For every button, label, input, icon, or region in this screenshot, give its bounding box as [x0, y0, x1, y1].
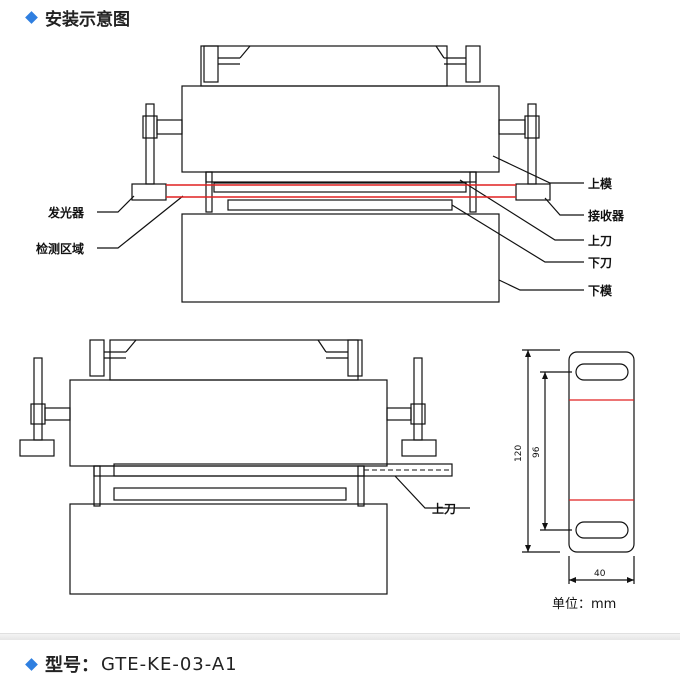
bracket-slot-bottom [575, 521, 629, 539]
left-clamp-post [203, 45, 219, 83]
press-top-frame [200, 45, 448, 87]
label-upper-die: 上模 [588, 176, 613, 191]
diamond-bullet-icon [25, 657, 38, 671]
section-divider [0, 633, 680, 640]
upper-die-block-2 [69, 379, 388, 467]
lower-blade-2 [113, 487, 347, 501]
dim-text-40: 40 [594, 569, 606, 579]
upper-die-plate [205, 171, 477, 183]
leader-receiver [544, 197, 584, 216]
leader-upper-blade [459, 179, 584, 241]
receiver-body [515, 183, 551, 201]
section-header-model: 型号： GTE-KE-03-A1 [0, 652, 680, 676]
model-label: 型号： [45, 655, 99, 676]
bracket-slot-top [575, 363, 629, 381]
leader-detection-zone [97, 195, 184, 249]
mounting-bracket [568, 351, 635, 553]
upper-blade-2 [113, 463, 453, 477]
press-top-frame-2 [109, 339, 359, 381]
section-header-install: 安装示意图 [0, 5, 680, 30]
label-detection-zone: 检测区域 [36, 241, 84, 256]
upper-blade [213, 182, 467, 193]
right-clamp-post [465, 45, 481, 83]
light-beam [166, 184, 516, 198]
lower-blade [227, 199, 453, 211]
section-title: 安装示意图 [45, 9, 130, 30]
installation-diagram: 上模 接收器 上刀 下刀 下模 发光器 检测区域 上刀 120 96 40 单位… [19, 45, 635, 612]
lower-die-block [181, 213, 500, 303]
label-upper-blade: 上刀 [588, 233, 612, 248]
leader-emitter [97, 195, 135, 213]
leader-lower-blade [451, 204, 584, 263]
label-lower-die: 下模 [588, 283, 613, 298]
lower-die-block-2 [69, 503, 388, 595]
upper-die-block [181, 85, 500, 173]
receiver-body-2 [401, 439, 437, 457]
model-value: GTE-KE-03-A1 [101, 653, 238, 675]
emitter-body [131, 183, 167, 201]
dim-text-96: 96 [532, 446, 542, 458]
leader-upper-die [492, 155, 584, 184]
label-upper-blade-2: 上刀 [432, 501, 456, 516]
label-receiver: 接收器 [588, 208, 625, 223]
emitter-body-2 [19, 439, 55, 457]
label-emitter: 发光器 [47, 205, 85, 220]
dim-text-120: 120 [514, 445, 524, 462]
leader-lower-die [498, 279, 584, 291]
leader-upper-blade-2 [394, 475, 470, 509]
unit-label: 单位：mm [552, 597, 616, 612]
label-lower-blade: 下刀 [588, 256, 612, 270]
